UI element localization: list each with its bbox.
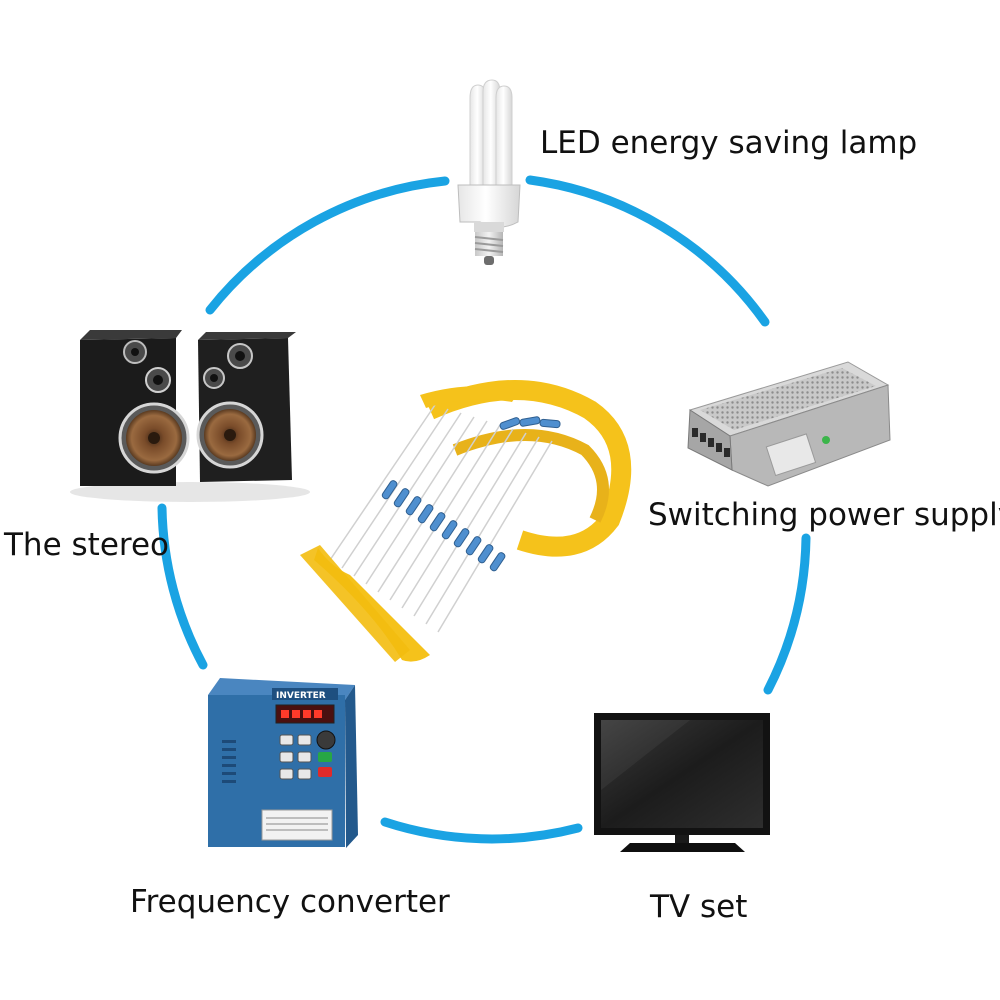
television-icon xyxy=(594,713,770,852)
cfl-lamp-icon xyxy=(457,79,521,265)
label-stereo: The stereo xyxy=(4,527,169,563)
label-tv-set: TV set xyxy=(650,889,748,925)
label-frequency-converter: Frequency converter xyxy=(130,884,450,920)
label-led-lamp: LED energy saving lamp xyxy=(540,125,918,161)
connection-ring xyxy=(157,175,811,844)
ring-arc-stereo-to-lamp xyxy=(205,176,450,315)
label-switching-power-supply: Switching power supply xyxy=(648,497,1000,533)
power-supply-icon xyxy=(687,361,891,487)
ring-arc-psu-to-tv xyxy=(763,533,811,695)
resistor-tape-reel-icon xyxy=(300,380,632,662)
ring-arc-lamp-to-psu xyxy=(525,175,770,327)
ring-arc-inverter-to-stereo xyxy=(157,503,208,670)
inverter-icon: INVERTER xyxy=(208,678,358,848)
ring-arc-tv-to-inverter xyxy=(380,817,583,844)
inverter-brand-text: INVERTER xyxy=(276,691,326,701)
stereo-speakers-icon xyxy=(70,330,310,502)
